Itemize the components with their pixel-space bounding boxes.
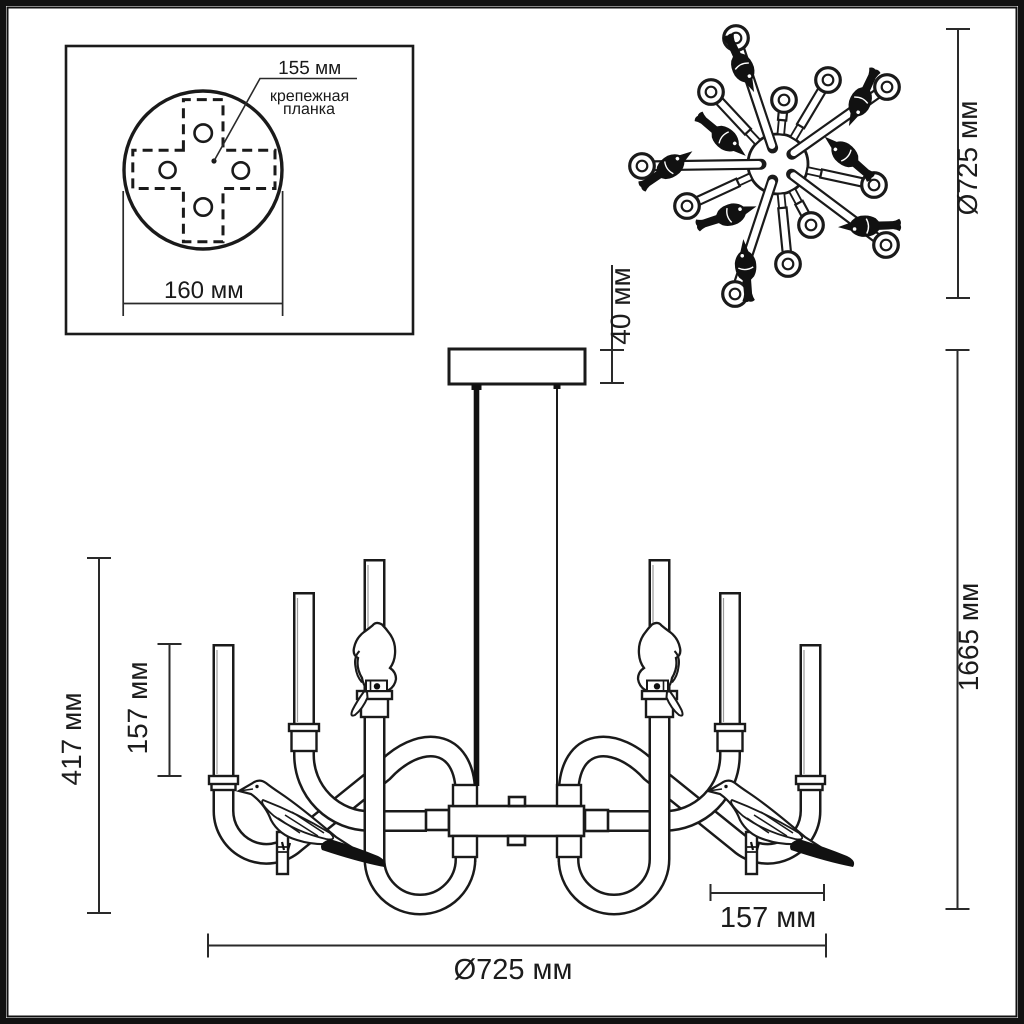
svg-text:40 мм: 40 мм (605, 267, 636, 344)
svg-text:Ø725 мм: Ø725 мм (454, 954, 573, 986)
svg-text:417 мм: 417 мм (56, 693, 87, 786)
svg-text:157 мм: 157 мм (122, 662, 153, 755)
svg-text:Ø725 мм: Ø725 мм (952, 101, 983, 216)
svg-text:1665 мм: 1665 мм (953, 583, 984, 692)
svg-text:157 мм: 157 мм (720, 902, 816, 934)
